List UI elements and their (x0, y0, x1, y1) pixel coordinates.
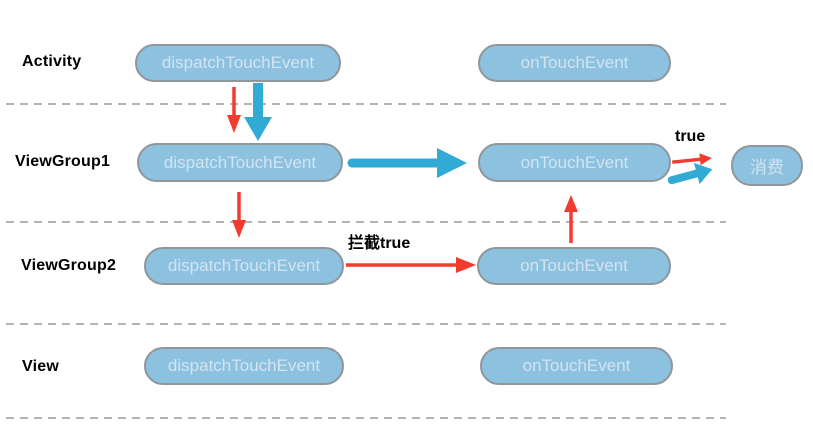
separator-bottom (6, 417, 726, 419)
node-activity-ontouchevent: onTouchEvent (478, 44, 671, 82)
annotation-intercept: 拦截true (348, 235, 411, 252)
node-view-dispatchtouchevent: dispatchTouchEvent (144, 347, 344, 385)
arrow-red-right-ontouch-to-consume (671, 153, 712, 166)
node-viewgroup2-ontouchevent: onTouchEvent (477, 247, 671, 285)
separator-viewgroup1-viewgroup2 (6, 221, 726, 223)
annotation-true: true (675, 128, 706, 145)
node-view-ontouchevent: onTouchEvent (480, 347, 673, 385)
layer-label-view: View (22, 358, 59, 375)
arrow-red-down-activity-to-viewgroup1 (227, 87, 241, 133)
node-viewgroup1-dispatchtouchevent: dispatchTouchEvent (137, 143, 343, 182)
arrow-blue-right-ontouch-to-consume (667, 162, 713, 185)
separator-viewgroup2-view (6, 323, 726, 325)
node-viewgroup2-dispatchtouchevent: dispatchTouchEvent (144, 247, 344, 285)
node-viewgroup1-ontouchevent: onTouchEvent (478, 143, 671, 182)
layer-label-viewgroup2: ViewGroup2 (21, 257, 117, 274)
arrow-red-down-viewgroup1-to-viewgroup2 (232, 192, 246, 238)
node-consume: 消费 (731, 145, 803, 186)
arrow-red-up-viewgroup2-to-viewgroup1-ontouch (564, 195, 578, 243)
arrow-blue-down-activity-to-viewgroup1 (244, 83, 272, 141)
separator-activity-viewgroup1 (6, 103, 726, 105)
layer-label-viewgroup1: ViewGroup1 (15, 153, 111, 170)
arrow-blue-right-dispatch-to-ontouch-viewgroup1 (347, 148, 467, 178)
node-activity-dispatchtouchevent: dispatchTouchEvent (135, 44, 341, 82)
arrow-red-right-intercept-viewgroup2 (346, 257, 476, 273)
layer-label-activity: Activity (22, 53, 82, 70)
